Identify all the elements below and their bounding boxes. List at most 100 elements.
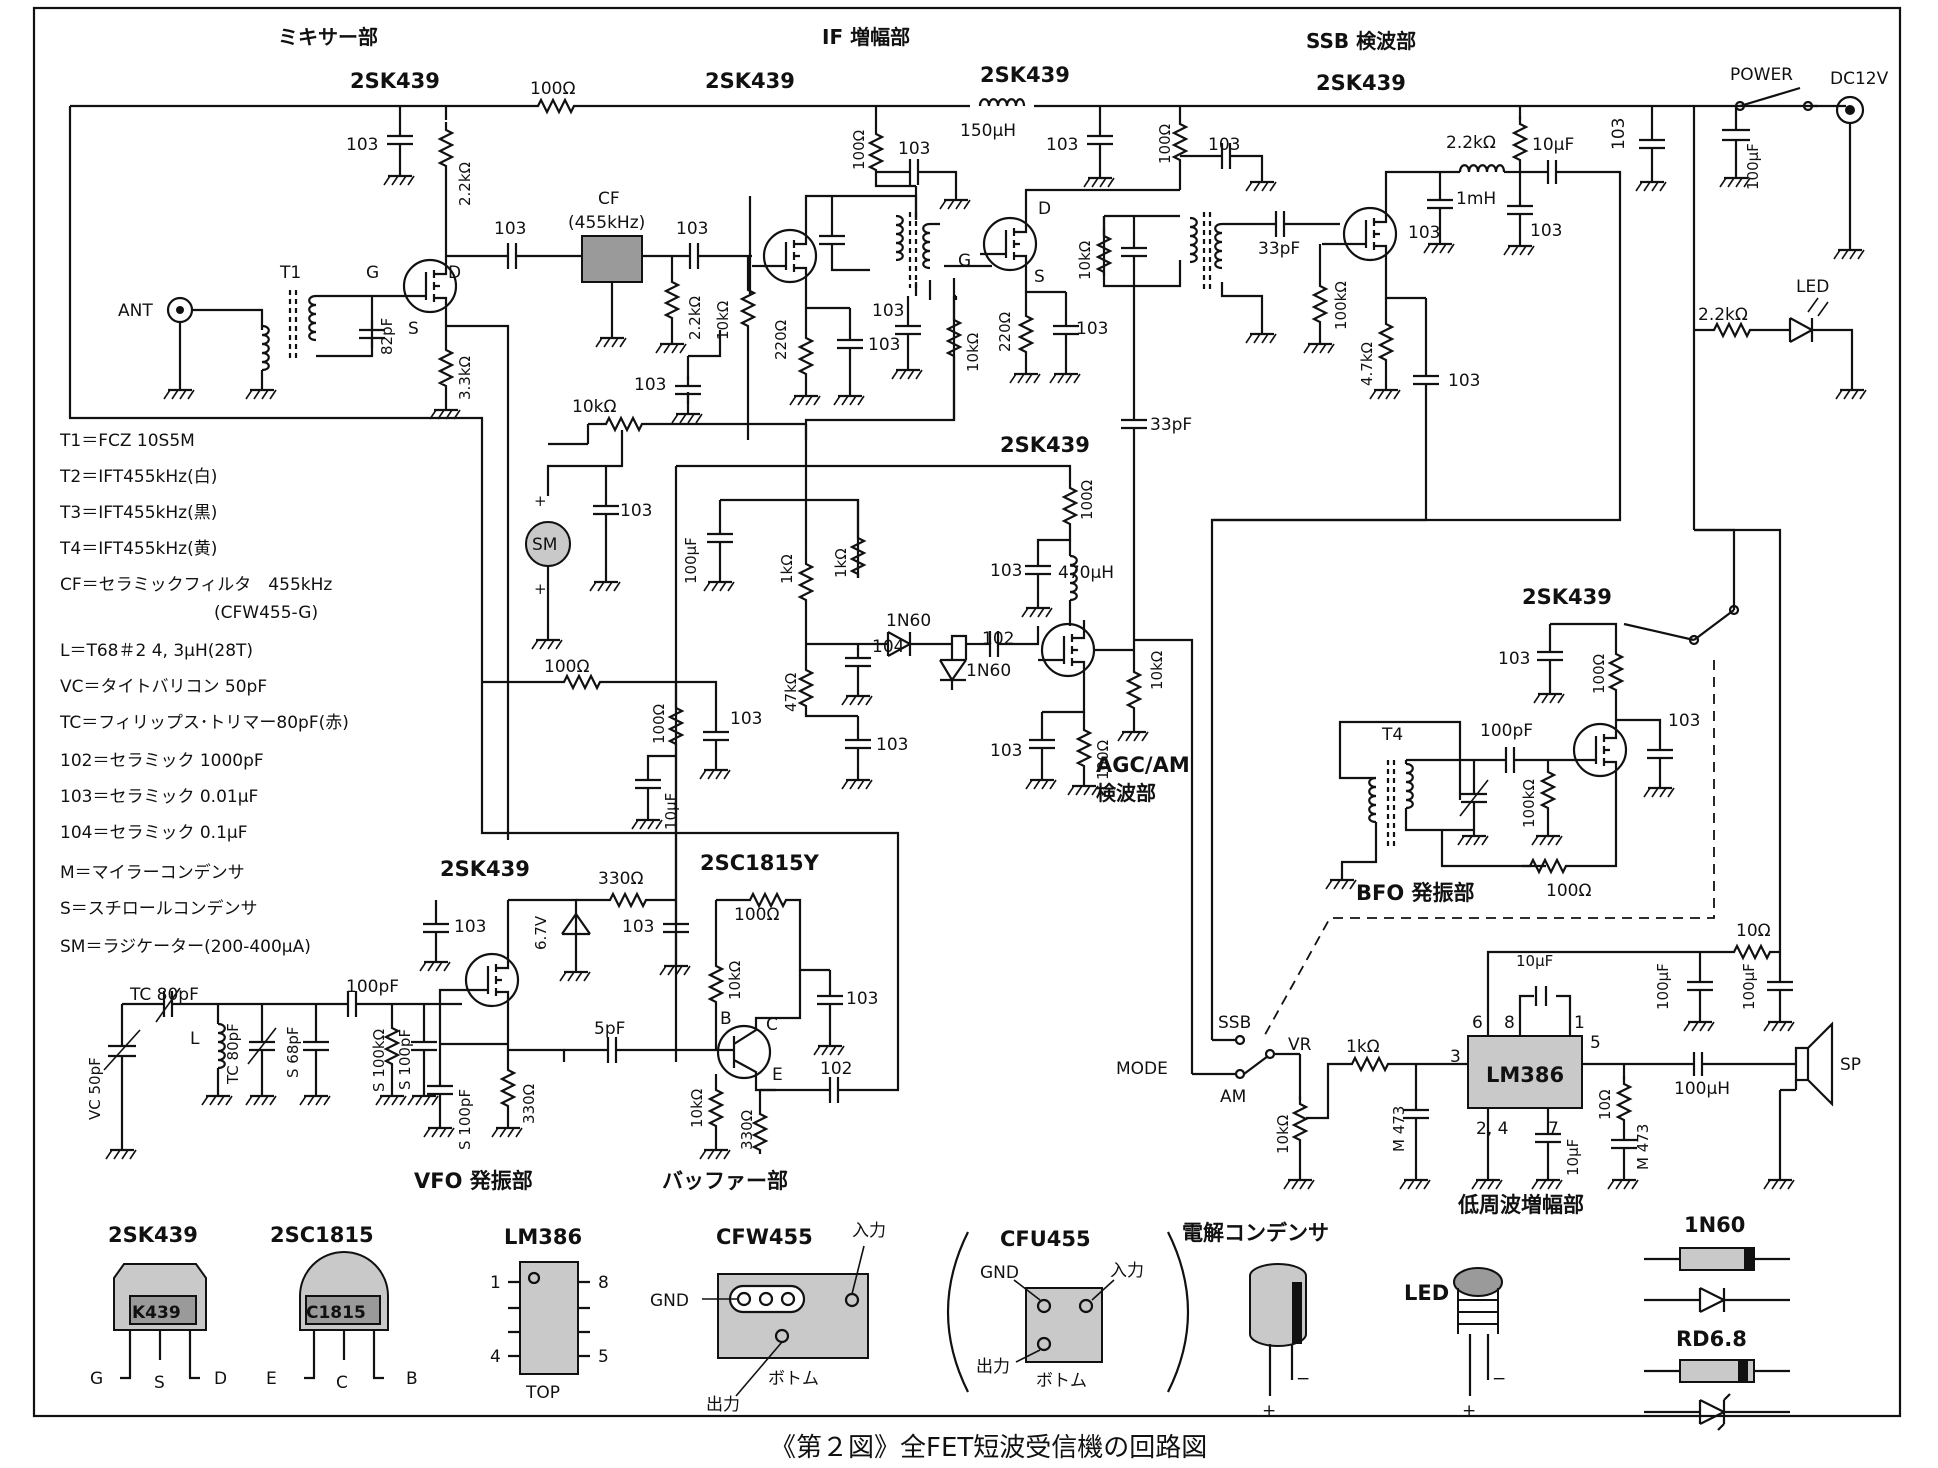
det-c102-label: 102 — [982, 629, 1014, 649]
tc80-label: TC 80pF — [129, 985, 199, 1005]
ssb-rd-label: 2.2kΩ — [1446, 133, 1496, 153]
pinout-2sk439: 2SK439 K439 G S D — [90, 1223, 227, 1393]
vfo-s68-label: S 68pF — [284, 1026, 302, 1078]
pin5-out: 出力 — [976, 1357, 1010, 1377]
pin4-out: 出力 — [706, 1395, 740, 1415]
pin3-8: 8 — [598, 1273, 609, 1293]
agc-rd-label: 100Ω — [1078, 480, 1096, 520]
coil-150uh-label: 150μH — [960, 121, 1016, 141]
vfo-s100k-label: S 100kΩ — [370, 1029, 388, 1092]
pin5-in: 入力 — [1110, 1261, 1144, 1281]
buf-c102-label: 102 — [820, 1059, 852, 1079]
det-c104-label: 104 — [872, 637, 904, 657]
agc-rs-label: 100Ω — [1094, 740, 1112, 780]
vfo-feed-c10u-label: 10μF — [662, 793, 680, 830]
lm386-label: LM386 — [1486, 1063, 1564, 1087]
pinout-2sc1815: 2SC1815 C1815 E C B — [266, 1223, 418, 1393]
fet-vfo — [460, 948, 520, 1012]
pinout-lm386: LM386 1 8 4 5 TOP — [490, 1225, 609, 1403]
ssb-d-cap-label: 103 — [1408, 223, 1440, 243]
mode-link — [1261, 660, 1715, 1041]
af-m473-label: M 473 — [1390, 1106, 1408, 1152]
cf-label: CF — [598, 189, 620, 209]
t3-out-cap-label: 33pF — [1258, 239, 1300, 259]
fet-label-mixer: 2SK439 — [350, 69, 440, 93]
pin1-g: G — [90, 1369, 103, 1389]
ant-label: ANT — [118, 301, 153, 321]
vfo-feed-cap-label: 103 — [730, 709, 762, 729]
pin4-gnd: GND — [650, 1291, 689, 1311]
mixer-g: G — [366, 263, 379, 283]
buf-b: B — [720, 1009, 732, 1029]
buf-c103-label: 103 — [846, 989, 878, 1009]
af-gain-cap-label: 10μF — [1516, 952, 1553, 970]
af-pin7-cap-label: 10μF — [1564, 1139, 1582, 1176]
bfo-rfb-label: 100Ω — [1546, 881, 1591, 901]
fet-label-bfo: 2SK439 — [1522, 585, 1612, 609]
legend-6: L＝T68＃2 4, 3μH(28T) — [60, 641, 253, 661]
if2-g: G — [958, 251, 971, 271]
power-switch — [1739, 86, 1801, 108]
if2-dec-label: 103 — [1046, 135, 1078, 155]
if2-rbias-label: 10kΩ — [964, 333, 982, 372]
vfo-title: VFO 発振部 — [414, 1169, 533, 1193]
af-out-cap-label: 100μH — [1674, 1079, 1730, 1099]
t3-r10k-label: 10kΩ — [1076, 241, 1094, 280]
pin6-title: 電解コンデンサ — [1182, 1221, 1329, 1245]
legend-1: T2＝IFT455kHz(白) — [59, 467, 217, 487]
vr-label: VR — [1288, 1035, 1312, 1055]
pin7-minus: − — [1492, 1369, 1506, 1389]
t3-dec-label: 103 — [1208, 135, 1240, 155]
section-mixer: ミキサー部 — [278, 25, 378, 49]
pin4-bottom: ボトム — [768, 1369, 819, 1389]
buf-r100-label: 100Ω — [734, 905, 779, 925]
af-r10-label: 10Ω — [1736, 921, 1771, 941]
mixer-s: S — [408, 319, 419, 339]
mixer-d: D — [448, 263, 461, 283]
pin3-title: LM386 — [504, 1225, 582, 1249]
sm-plus: + — [534, 492, 547, 510]
pinout-electrolytic: 電解コンデンサ + − — [1182, 1221, 1329, 1421]
vr-res-label: 10kΩ — [1274, 1115, 1292, 1154]
vfo-feed-res-label: 100Ω — [544, 657, 589, 677]
mode-label: MODE — [1116, 1059, 1168, 1079]
power-label: POWER — [1730, 65, 1793, 85]
fet-if1 — [758, 224, 818, 288]
if1-rd-label: 100Ω — [850, 130, 868, 170]
legend-3: T4＝IFT455kHz(黄) — [59, 539, 217, 559]
frame — [32, 6, 1902, 1418]
section-ssb: SSB 検波部 — [1306, 29, 1416, 53]
if2-s: S — [1034, 267, 1045, 287]
pin3-5: 5 — [598, 1347, 609, 1367]
fet-bfo — [1568, 718, 1628, 782]
fet-label-vfo: 2SK439 — [440, 857, 530, 881]
bfo-c100p-label: 100pF — [1480, 721, 1533, 741]
mixer-rd-label: 2.2kΩ — [456, 162, 474, 206]
pinout-cfw455: CFW455 入力 GND 出力 ボトム — [650, 1221, 886, 1415]
lm-pin1: 1 — [1574, 1013, 1585, 1033]
bfo-rd-label: 100Ω — [1590, 654, 1608, 694]
ssb-out-cap-label: 103 — [1448, 371, 1480, 391]
if1-rs-label: 220Ω — [772, 320, 790, 360]
pinout-cfu455: CFU455 GND 入力 出力 ボトム — [946, 1227, 1190, 1393]
pin3-top: TOP — [525, 1383, 560, 1403]
legend-2: T3＝IFT455kHz(黒) — [59, 503, 217, 523]
buf-r10k-label: 10kΩ — [726, 961, 744, 1000]
parts-legend: T1＝FCZ 10S5M T2＝IFT455kHz(白) T3＝IFT455kH… — [59, 431, 349, 957]
c82p-label: 82pF — [378, 318, 396, 355]
res-100-top-label: 100Ω — [530, 79, 575, 99]
buf-c: C — [766, 1015, 778, 1035]
vfo-r330-label: 330Ω — [598, 869, 643, 889]
pin5-bottom: ボトム — [1036, 1371, 1087, 1391]
fet-label-agc: 2SK439 — [1000, 433, 1090, 457]
agc-cs-label: 103 — [990, 741, 1022, 761]
det-r1k-label: 1kΩ — [778, 554, 796, 584]
vfo-c103b-label: 103 — [622, 917, 654, 937]
fet-label-if1: 2SK439 — [705, 69, 795, 93]
coil-1mh-label: 1mH — [1456, 189, 1496, 209]
sp-label: SP — [1840, 1055, 1861, 1075]
vfo-s100b-label: S 100pF — [456, 1089, 474, 1150]
buf-rb-label: 10kΩ — [688, 1089, 706, 1128]
vfo-tc2-label: TC 80pF — [224, 1023, 242, 1085]
section-if: IF 増幅部 — [822, 25, 910, 49]
